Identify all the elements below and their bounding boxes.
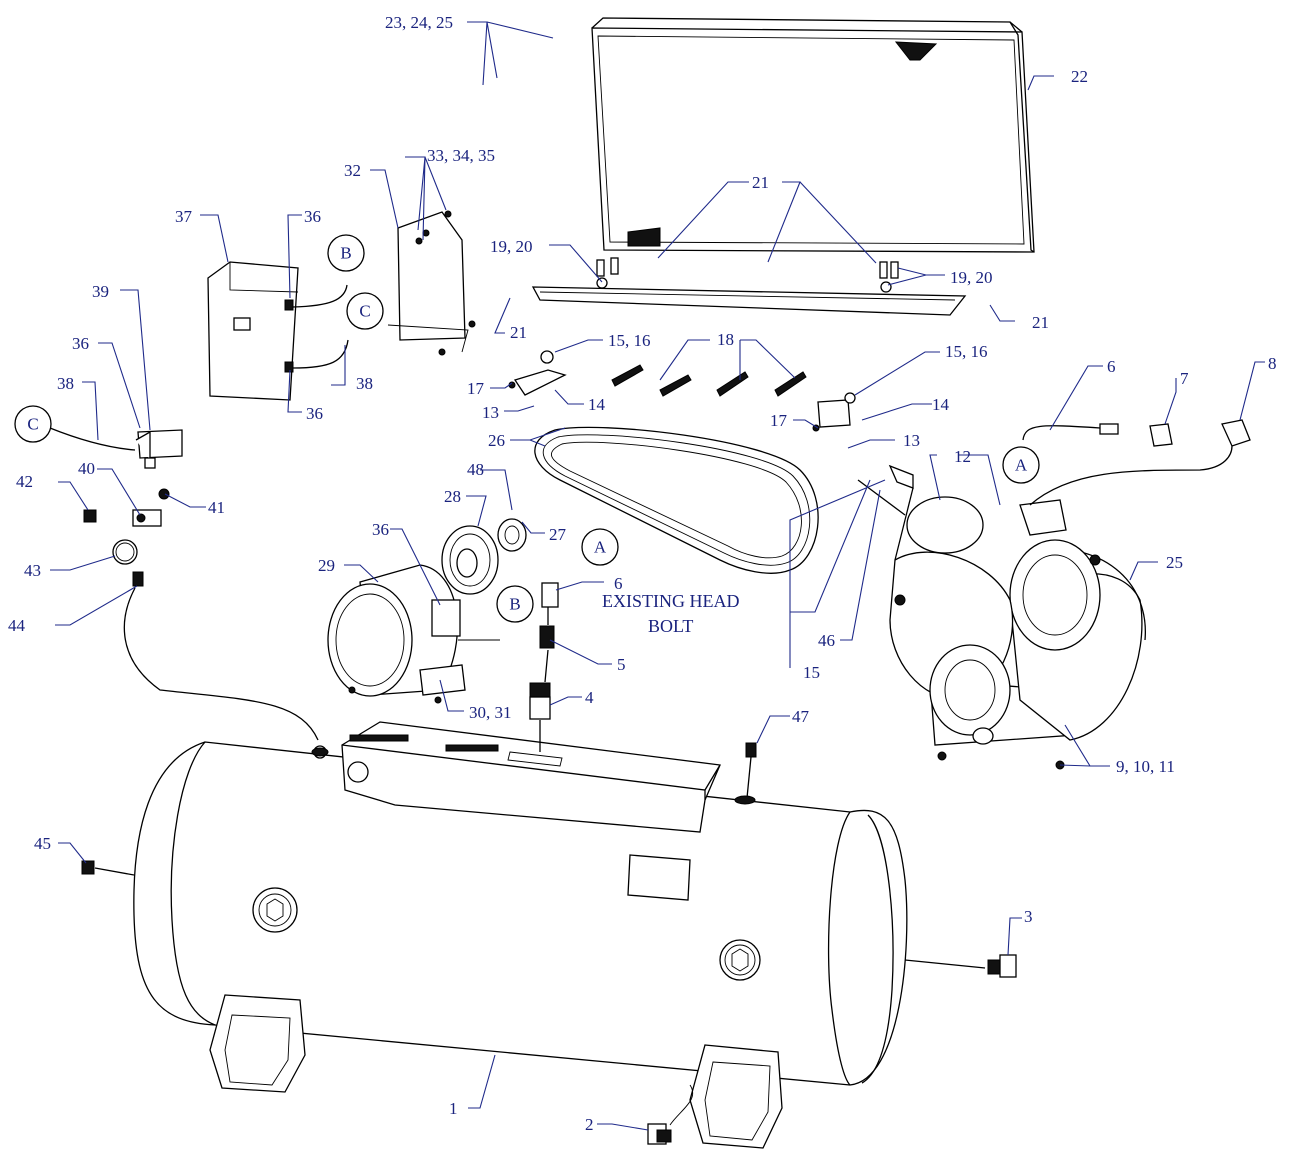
callout-46: 46 xyxy=(818,631,835,650)
callout-17-left: 17 xyxy=(467,379,485,398)
callout-1: 1 xyxy=(449,1099,458,1118)
callout-2: 2 xyxy=(585,1115,594,1134)
connector-b-top-label: B xyxy=(340,244,351,263)
callout-36-box-bottom: 36 xyxy=(306,404,323,423)
callout-15: 15 xyxy=(803,663,820,682)
callout-36-motor: 36 xyxy=(372,520,389,539)
note-line-2: BOLT xyxy=(648,616,693,636)
connector-c-top xyxy=(346,292,384,330)
note-line-1: EXISTING HEAD xyxy=(602,591,739,611)
callout-17-right: 17 xyxy=(770,411,788,430)
callout-12: 12 xyxy=(954,447,971,466)
connector-b-motor-label: B xyxy=(509,595,520,614)
connector-a-right xyxy=(1002,446,1040,484)
callout-6-top: 6 xyxy=(1107,357,1116,376)
electric-motor xyxy=(327,564,500,704)
callout-14-left: 14 xyxy=(588,395,606,414)
callout-33-34-35: 33, 34, 35 xyxy=(427,146,495,165)
callout-21-top: 21 xyxy=(752,173,769,192)
leader-lines xyxy=(50,21,1265,1131)
callout-9-10-11: 9, 10, 11 xyxy=(1116,757,1175,776)
connector-c-left xyxy=(14,405,52,443)
callout-21-left: 21 xyxy=(510,323,527,342)
callout-26: 26 xyxy=(488,431,505,450)
callout-15-16-right: 15, 16 xyxy=(945,342,988,361)
callout-25: 25 xyxy=(1166,553,1183,572)
head-bolt-bracket xyxy=(857,464,914,561)
guard-back-plate xyxy=(387,210,476,356)
callout-13-left: 13 xyxy=(482,403,499,422)
callout-40: 40 xyxy=(78,459,95,478)
control-box xyxy=(207,261,349,401)
callout-27: 27 xyxy=(549,525,567,544)
callout-29: 29 xyxy=(318,556,335,575)
callout-labels: 23, 24, 25 22 33, 34, 35 32 37 36 39 36 … xyxy=(8,13,1277,1134)
callout-47: 47 xyxy=(792,707,810,726)
connector-b-top xyxy=(327,234,365,272)
callout-32: 32 xyxy=(344,161,361,180)
connector-c-top-label: C xyxy=(359,302,370,321)
connector-a-mid xyxy=(581,528,619,566)
callout-43: 43 xyxy=(24,561,41,580)
connector-b-motor xyxy=(496,585,534,623)
callout-15-16-left: 15, 16 xyxy=(608,331,651,350)
callout-39: 39 xyxy=(92,282,109,301)
callout-4: 4 xyxy=(585,688,594,707)
callout-41: 41 xyxy=(208,498,225,517)
guard-bracket xyxy=(531,257,967,316)
callout-30-31: 30, 31 xyxy=(469,703,512,722)
callout-48: 48 xyxy=(467,460,484,479)
callout-21-right: 21 xyxy=(1032,313,1049,332)
callout-28: 28 xyxy=(444,487,461,506)
callout-22: 22 xyxy=(1071,67,1088,86)
callout-42: 42 xyxy=(16,472,33,491)
motor-pulley xyxy=(441,518,527,595)
breather-cap xyxy=(734,742,757,805)
callout-23-24-25: 23, 24, 25 xyxy=(385,13,453,32)
pump-mount-plate xyxy=(313,721,721,833)
callout-5: 5 xyxy=(617,655,626,674)
callout-37: 37 xyxy=(175,207,193,226)
belt-guard xyxy=(591,17,1035,253)
callout-36-switch: 36 xyxy=(72,334,89,353)
connector-a-right-label: A xyxy=(1015,456,1028,475)
callout-6-mid: 6 xyxy=(614,574,623,593)
callout-19-20-right: 19, 20 xyxy=(950,268,993,287)
air-tank xyxy=(81,741,986,1149)
callout-14-right: 14 xyxy=(932,395,950,414)
callout-8: 8 xyxy=(1268,354,1277,373)
guard-hardware xyxy=(508,350,856,432)
connector-a-mid-label: A xyxy=(594,538,607,557)
callout-38-right: 38 xyxy=(356,374,373,393)
discharge-tube xyxy=(1022,419,1251,506)
callout-3: 3 xyxy=(1024,907,1033,926)
callout-45: 45 xyxy=(34,834,51,853)
callout-19-20-left: 19, 20 xyxy=(490,237,533,256)
callout-7: 7 xyxy=(1180,369,1189,388)
callout-44: 44 xyxy=(8,616,26,635)
drive-belts xyxy=(534,426,819,574)
callout-18: 18 xyxy=(717,330,734,349)
check-valve-assembly xyxy=(529,582,559,752)
callout-38-left: 38 xyxy=(57,374,74,393)
callout-13-right: 13 xyxy=(903,431,920,450)
safety-valve xyxy=(987,954,1017,978)
connector-c-left-label: C xyxy=(27,415,38,434)
compressor-pump xyxy=(889,496,1146,770)
pressure-switch xyxy=(49,427,329,757)
connector-markers: B C C A A B xyxy=(14,234,1040,623)
callout-36-box-top: 36 xyxy=(304,207,321,226)
drain-valve xyxy=(647,1084,693,1145)
